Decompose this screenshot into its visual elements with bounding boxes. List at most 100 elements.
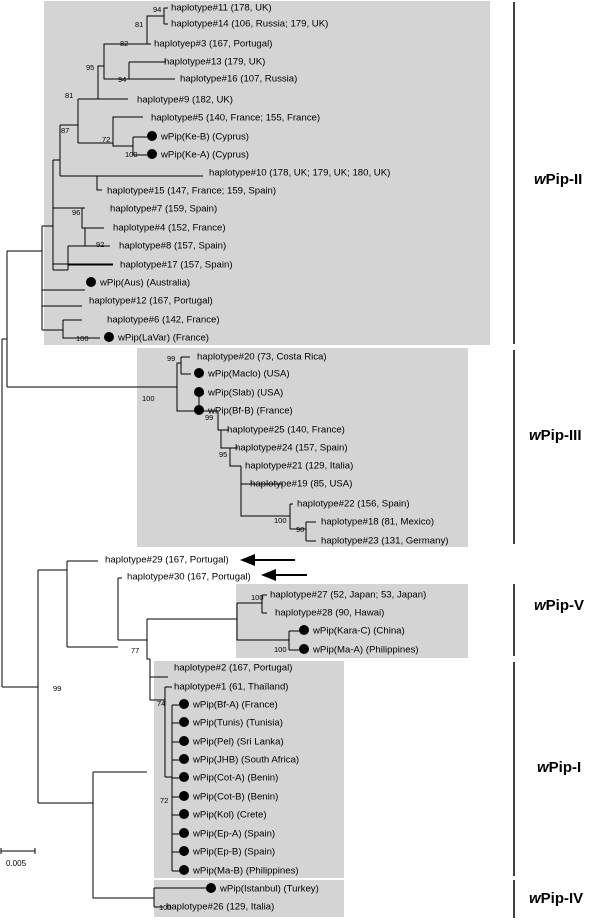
leaf-label: haplotype#14 (106, Russia; 179, UK) bbox=[171, 19, 328, 30]
wolbachia-strain-dot bbox=[194, 368, 204, 378]
leaf-label: haplotype#29 (167, Portugal) bbox=[105, 555, 229, 566]
bootstrap-value: 100 bbox=[274, 645, 287, 654]
leaf-label: wPip(Bf-A) (France) bbox=[192, 700, 278, 711]
bootstrap-value: 99 bbox=[53, 684, 61, 693]
wolbachia-strain-dot bbox=[179, 791, 189, 801]
wolbachia-strain-dot bbox=[206, 883, 216, 893]
leaf-label: wPip(Maclo) (USA) bbox=[207, 369, 290, 380]
bootstrap-value: 90 bbox=[296, 525, 304, 534]
leaf-label: wPip(Ke-B) (Cyprus) bbox=[160, 132, 249, 143]
bootstrap-value: 74 bbox=[157, 699, 165, 708]
leaf-label: haplotype#2 (167, Portugal) bbox=[174, 663, 292, 674]
leaf-label: haplotype#6 (142, France) bbox=[107, 315, 220, 326]
leaf-label: wPip(Kara-C) (China) bbox=[312, 626, 405, 637]
clade-box-wpip-ii bbox=[44, 1, 490, 345]
leaf-label: haplotype#27 (52, Japan; 53, Japan) bbox=[270, 590, 426, 601]
wolbachia-strain-dot bbox=[179, 699, 189, 709]
leaf-label: wPip(Ep-A) (Spain) bbox=[192, 829, 275, 840]
bootstrap-value: 82 bbox=[120, 39, 128, 48]
bootstrap-value: 100 bbox=[125, 150, 138, 159]
leaf-label: wPip(Slab) (USA) bbox=[207, 388, 283, 399]
leaf-label: wPip(Istanbul) (Turkey) bbox=[219, 884, 319, 895]
bootstrap-value: 100 bbox=[159, 903, 172, 912]
clade-box-wpip-iv bbox=[154, 880, 344, 917]
leaf-label: haplotype#23 (131, Germany) bbox=[321, 536, 448, 547]
wolbachia-strain-dot bbox=[179, 736, 189, 746]
leaf-label: wPip(Tunis) (Tunisia) bbox=[192, 718, 283, 729]
leaf-label: haplotype#16 (107, Russia) bbox=[180, 74, 297, 85]
scale-bar: 0.005 bbox=[0, 848, 36, 868]
leaf-label: wPip(Kol) (Crete) bbox=[192, 810, 267, 821]
wolbachia-strain-dot bbox=[179, 754, 189, 764]
wolbachia-strain-dot bbox=[147, 131, 157, 141]
leaf-label: haplotype#28 (90, Hawai) bbox=[275, 608, 384, 619]
bootstrap-value: 99 bbox=[167, 354, 175, 363]
leaf-label: haplotype#9 (182, UK) bbox=[137, 95, 233, 106]
leaf-label: haplotype#5 (140, France; 155, France) bbox=[151, 113, 320, 124]
bootstrap-value: 92 bbox=[96, 240, 104, 249]
leaf-label: haplotype#8 (157, Spain) bbox=[119, 241, 226, 252]
clade-label-wpip-ii: wPip-II bbox=[534, 171, 582, 188]
bootstrap-value: 81 bbox=[65, 91, 73, 100]
leaf-label: wPip(Ma-B) (Philippines) bbox=[192, 866, 299, 877]
leaf-label: haplotype#7 (159, Spain) bbox=[110, 204, 217, 215]
tree-branches bbox=[1, 7, 316, 908]
leaf-label: wPip(Cot-B) (Benin) bbox=[192, 792, 278, 803]
leaf-label: wPip(Pel) (Sri Lanka) bbox=[192, 737, 284, 748]
leaf-label: haplotype#15 (147, France; 159, Spain) bbox=[107, 186, 276, 197]
leaf-label: wPip(Ma-A) (Philippines) bbox=[312, 645, 419, 656]
leaf-labels: haplotype#11 (178, UK) haplotype#14 (106,… bbox=[86, 3, 448, 913]
bootstrap-value: 100 bbox=[142, 394, 155, 403]
leaf-label: haplotyep#3 (167, Portugal) bbox=[154, 39, 272, 50]
bootstrap-value: 95 bbox=[219, 450, 227, 459]
clade-label-wpip-iv: wPip-IV bbox=[529, 890, 583, 907]
wolbachia-strain-dot bbox=[104, 332, 114, 342]
leaf-label: haplotype#20 (73, Costa Rica) bbox=[197, 352, 327, 363]
leaf-label: wPip(JHB) (South Africa) bbox=[192, 755, 299, 766]
clade-annotations: wPip-II wPip-III wPip-V wPip-I wPip-IV bbox=[513, 2, 584, 918]
clade-box-wpip-i bbox=[154, 661, 344, 878]
leaf-label: wPip(Cot-A) (Benin) bbox=[192, 773, 278, 784]
bootstrap-value: 94 bbox=[118, 75, 126, 84]
leaf-label: haplotype#13 (179, UK) bbox=[164, 57, 265, 68]
clade-label-wpip-v: wPip-V bbox=[534, 597, 584, 614]
leaf-label: haplotype#22 (156, Spain) bbox=[297, 499, 410, 510]
leaf-label: haplotype#17 (157, Spain) bbox=[120, 260, 233, 271]
wolbachia-strain-dot bbox=[179, 865, 189, 875]
wolbachia-strain-dot bbox=[147, 149, 157, 159]
leaf-label: wPip(Ke-A) (Cyprus) bbox=[160, 150, 249, 161]
leaf-label: haplotype#25 (140, France) bbox=[227, 425, 345, 436]
wolbachia-strain-dot bbox=[86, 277, 96, 287]
wolbachia-strain-dot bbox=[194, 405, 204, 415]
bootstrap-value: 100 bbox=[274, 516, 287, 525]
leaf-label: haplotype#30 (167, Portugal) bbox=[127, 572, 251, 583]
leaf-label: haplotype#19 (85, USA) bbox=[250, 479, 352, 490]
bootstrap-value: 72 bbox=[102, 135, 110, 144]
bootstrap-value: 77 bbox=[131, 646, 139, 655]
leaf-label: haplotype#4 (152, France) bbox=[113, 223, 226, 234]
arrow-head-haplotype30 bbox=[261, 569, 276, 581]
clade-label-wpip-iii: wPip-III bbox=[529, 427, 582, 444]
leaf-label: haplotype#18 (81, Mexico) bbox=[321, 517, 434, 528]
bootstrap-value: 96 bbox=[72, 208, 80, 217]
clade-box-wpip-v bbox=[236, 584, 468, 658]
leaf-label: wPip(Aus) (Australia) bbox=[99, 278, 190, 289]
wolbachia-strain-dot bbox=[194, 387, 204, 397]
arrow-head-haplotype29 bbox=[240, 554, 255, 566]
bootstrap-value: 100 bbox=[76, 334, 89, 343]
clade-box-wpip-iii bbox=[137, 348, 468, 547]
arrows bbox=[240, 554, 307, 581]
wolbachia-strain-dot bbox=[179, 717, 189, 727]
leaf-label: wPip(Bf-B) (France) bbox=[207, 406, 293, 417]
bootstrap-value: 95 bbox=[86, 63, 94, 72]
leaf-label: haplotype#11 (178, UK) bbox=[171, 3, 272, 14]
wolbachia-strain-dot bbox=[179, 809, 189, 819]
leaf-label: haplotype#21 (129, Italia) bbox=[245, 461, 353, 472]
scale-bar-label: 0.005 bbox=[6, 859, 27, 868]
leaf-label: haplotype#10 (178, UK; 179, UK; 180, UK) bbox=[209, 168, 390, 179]
leaf-label: haplotype#24 (157, Spain) bbox=[235, 443, 348, 454]
leaf-label: haplotype#1 (61, Thaïland) bbox=[174, 682, 289, 693]
bootstrap-value: 94 bbox=[153, 5, 161, 14]
